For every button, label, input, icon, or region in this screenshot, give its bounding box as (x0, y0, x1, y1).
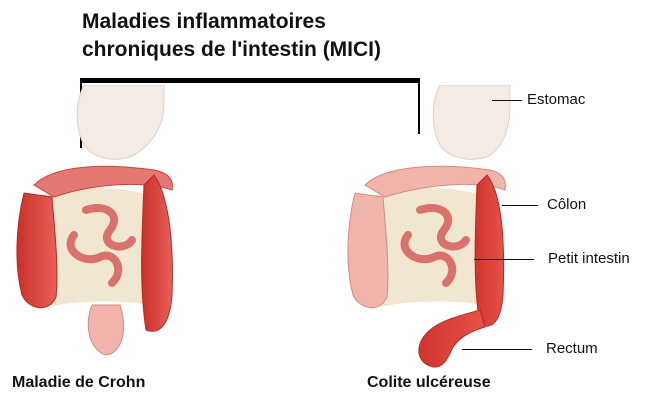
rectum-shape (419, 310, 485, 367)
caption-ulcerative-colitis: Colite ulcéreuse (367, 374, 491, 392)
title-line-1: Maladies inflammatoires (82, 8, 381, 36)
descending-colon (475, 175, 504, 326)
label-rectum: Rectum (546, 340, 598, 357)
diagram-title: Maladies inflammatoires chroniques de l'… (82, 8, 381, 64)
caption-crohn: Maladie de Crohn (12, 374, 145, 392)
rectum-shape (88, 305, 123, 355)
colitis-digestive-tract-illustration (345, 85, 520, 370)
stomach-shape (433, 85, 510, 159)
stomach-leader-line (492, 100, 522, 101)
rectum-leader-line (462, 349, 532, 350)
colon-leader-line (502, 205, 538, 206)
crohn-digestive-tract-illustration (14, 85, 189, 370)
descending-colon (142, 175, 173, 331)
label-colon: Côlon (547, 196, 586, 213)
bracket-bar (80, 78, 420, 83)
small-intestine-leader-line (474, 259, 534, 260)
label-small-intestine: Petit intestin (548, 250, 630, 267)
stomach-shape (77, 85, 164, 159)
ascending-colon (348, 193, 388, 308)
label-stomach: Estomac (527, 91, 585, 108)
title-line-2: chroniques de l'intestin (MICI) (82, 36, 381, 64)
ascending-colon (17, 193, 57, 308)
